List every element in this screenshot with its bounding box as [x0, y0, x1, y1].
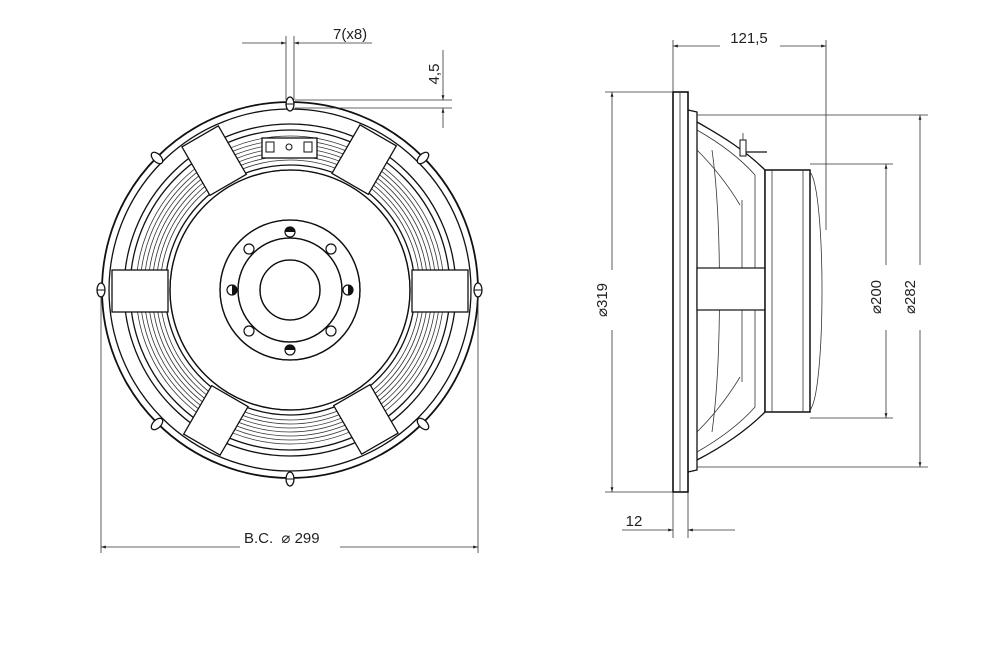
svg-text:⌀200: ⌀200	[868, 280, 885, 314]
magnet-diameter-dimension: ⌀200	[810, 163, 893, 419]
bolt-circle-value: 299	[295, 530, 320, 547]
flange-thickness-label: 12	[626, 513, 643, 530]
cutout-diameter-dimension: ⌀282	[697, 114, 928, 468]
side-view: 121,5 ⌀319 ⌀200	[594, 30, 928, 538]
svg-text:⌀319: ⌀319	[594, 283, 611, 317]
hole-size-dimension: 7(x8)	[242, 26, 372, 100]
svg-text:B.C. ⌀ 299: B.C. ⌀ 299	[244, 530, 320, 547]
basket-arms	[111, 123, 469, 457]
diameter-symbol: ⌀	[902, 305, 919, 314]
bolt-circle-label: B.C.	[244, 530, 273, 547]
offset-label: 4,5	[426, 64, 443, 85]
side-terminal	[739, 133, 767, 157]
diameter-symbol: ⌀	[868, 305, 885, 314]
bolt-circle-dimension: B.C. ⌀ 299	[100, 296, 479, 553]
overall-diameter-value: 319	[594, 283, 611, 308]
terminal-block	[261, 137, 318, 159]
mounting-holes	[96, 96, 483, 487]
hole-size-label: 7(x8)	[333, 26, 367, 43]
magnet-diameter-value: 200	[868, 280, 885, 305]
diameter-symbol: ⌀	[594, 308, 611, 317]
depth-label: 121,5	[730, 30, 768, 47]
overall-diameter-dimension: ⌀319	[594, 91, 673, 493]
diameter-symbol: ⌀	[281, 530, 290, 547]
magnet-bolt-holes	[226, 226, 354, 356]
flange-thickness-dimension: 12	[622, 492, 735, 538]
depth-dimension: 121,5	[672, 30, 827, 230]
offset-dimension: 4,5	[295, 50, 452, 128]
svg-text:⌀282: ⌀282	[902, 280, 919, 314]
cutout-diameter-value: 282	[902, 280, 919, 305]
front-view: 7(x8) 4,5 B.C. ⌀ 299	[96, 26, 483, 553]
